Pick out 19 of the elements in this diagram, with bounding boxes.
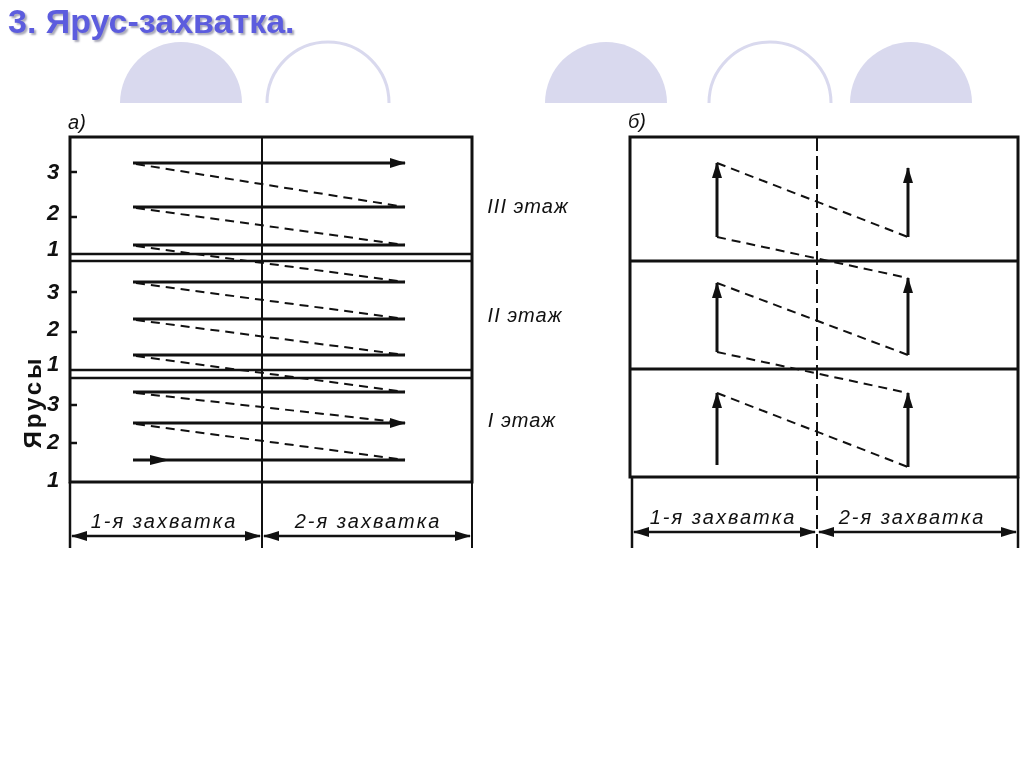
tier-number: 3 xyxy=(46,393,60,415)
panel-letter: а) xyxy=(68,112,86,132)
tier-number: 1 xyxy=(46,238,60,260)
tier-number: 3 xyxy=(46,161,60,183)
panel-letter: б) xyxy=(628,111,646,131)
tier-number: 3 xyxy=(46,281,60,303)
tier-number: 1 xyxy=(46,353,60,375)
section-label: 2-я захватка xyxy=(838,507,986,527)
tier-number: 2 xyxy=(46,431,60,453)
section-label: 1-я захватка xyxy=(649,507,797,527)
floor-label: I этаж xyxy=(487,410,557,430)
tier-number: 1 xyxy=(46,469,60,491)
floor-label: III этаж xyxy=(487,196,569,216)
tier-number: 2 xyxy=(46,318,60,340)
tier-number: 2 xyxy=(46,202,60,224)
slide-title: 3. Ярус-захватка. xyxy=(8,3,295,41)
floor-label: II этаж xyxy=(487,305,563,325)
section-label: 2-я захватка xyxy=(294,511,442,531)
section-label: 1-я захватка xyxy=(90,511,238,531)
